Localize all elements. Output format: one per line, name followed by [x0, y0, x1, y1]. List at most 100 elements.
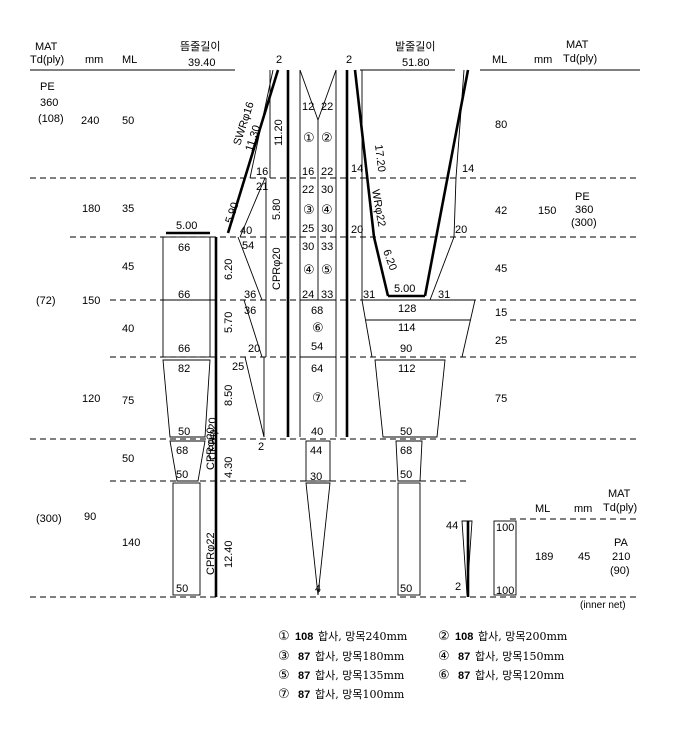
- len-6-20-right: 6.20: [380, 248, 399, 272]
- bl-4-30: 4.30: [223, 457, 235, 478]
- in-td-label: Td(ply): [603, 502, 637, 514]
- legend-rest-2: 합사, 망목200mm: [478, 630, 568, 643]
- c-44: 44: [310, 445, 322, 457]
- ml-80: 80: [495, 119, 507, 131]
- bl-12-40: 12.40: [223, 540, 235, 568]
- in-pa: PA: [614, 537, 629, 549]
- in-mm-label: mm: [574, 503, 592, 515]
- in-2: 2: [455, 581, 461, 593]
- val-36-a: 36: [244, 289, 256, 301]
- legend-rest-3: 합사, 망목180mm: [315, 650, 405, 663]
- val-36-b: 36: [244, 305, 256, 317]
- val-50-upper: 50: [178, 426, 190, 438]
- wing-diag-3: [237, 236, 263, 301]
- len-6-20-left: 6.20: [223, 259, 235, 280]
- val-54-left: 54: [242, 240, 254, 252]
- legend-ply-1: 108: [295, 631, 313, 643]
- circle-7: ⑦: [312, 391, 324, 406]
- val-16-left: 16: [256, 166, 268, 178]
- ml-15: 15: [495, 307, 507, 319]
- mm-150: 150: [82, 295, 100, 307]
- c-30-d: 30: [310, 471, 322, 483]
- in-100-a: 100: [496, 522, 514, 534]
- inner-net-box: [493, 520, 517, 596]
- legend-rest-4: 합사, 망목150mm: [475, 650, 565, 663]
- mat-300: (300): [36, 513, 62, 525]
- mm-label-right: mm: [534, 54, 552, 66]
- legend-item-3: ③ 87 합사, 망목180mm: [278, 649, 405, 664]
- ml-45-right: 45: [495, 263, 507, 275]
- c-30-a: 30: [321, 184, 333, 196]
- c-12: 12: [302, 101, 314, 113]
- legend-rest-7: 합사, 망목100mm: [315, 688, 405, 701]
- c-22-a: 22: [321, 101, 333, 113]
- circle-6: ⑥: [312, 321, 324, 336]
- val-20-left: 20: [248, 343, 260, 355]
- legend-item-4: ④ 87 합사, 망목150mm: [438, 649, 565, 664]
- td-label-right: Td(ply): [563, 53, 597, 65]
- bottom-section-value: 51.80: [402, 57, 430, 69]
- legend-ply-7: 87: [298, 689, 310, 701]
- legend-item-2: ② 108 합사, 망목200mm: [438, 629, 568, 644]
- ml-label-left: ML: [122, 54, 137, 66]
- len-11-20: 11.20: [273, 119, 285, 146]
- ml-75-right: 75: [495, 393, 507, 405]
- bl-cpr-phi22: CPRφ22: [205, 532, 217, 575]
- wr-rope-left: [353, 69, 376, 238]
- val-90: 90: [400, 343, 412, 355]
- legend-num-4: ④: [438, 649, 450, 664]
- legend-rest-5: 합사, 망목135mm: [315, 669, 405, 682]
- lw-112-trapezoid: [374, 359, 446, 438]
- len-5-70: 5.70: [223, 312, 235, 333]
- c-33-a: 33: [321, 241, 333, 253]
- mat-pe-left: PE: [40, 81, 55, 93]
- bc-50-a: 50: [400, 469, 412, 481]
- circle-4-b: ④: [303, 263, 315, 278]
- label-5-00-top: 5.00: [176, 220, 197, 232]
- wing-diag-5: [244, 356, 265, 438]
- c-30-b: 30: [321, 223, 333, 235]
- wr-rope-left-2: [372, 236, 390, 297]
- in-mat-label: MAT: [608, 488, 631, 500]
- in-100-b: 100: [496, 585, 514, 597]
- mat-360-left: 360: [40, 97, 58, 109]
- legend-ply-2: 108: [455, 631, 473, 643]
- bl-50-a: 50: [176, 469, 188, 481]
- wing-diag-2: [239, 177, 266, 238]
- bottom-section-title: 발줄길이: [395, 40, 435, 53]
- inner-net-caption: (inner net): [580, 600, 626, 611]
- bl-50-b: 50: [176, 583, 188, 595]
- lw-diag-right-c: [429, 236, 455, 301]
- circle-5: ⑤: [321, 263, 333, 278]
- in-44: 44: [446, 520, 458, 532]
- mm-label-left: mm: [85, 54, 103, 66]
- c-16: 16: [302, 166, 314, 178]
- lw-slope-r: [461, 299, 476, 358]
- bl-68: 68: [176, 445, 188, 457]
- mat-360-right: 360: [575, 204, 593, 216]
- val-82: 82: [178, 363, 190, 375]
- c-25: 25: [302, 223, 314, 235]
- ml-50-a: 50: [122, 115, 134, 127]
- c-54: 54: [311, 341, 323, 353]
- val-66-b: 66: [178, 289, 190, 301]
- center-wing-l: [299, 69, 319, 121]
- panel-66-box: [162, 236, 211, 358]
- ml-42: 42: [495, 205, 507, 217]
- legend-item-6: ⑥ 87 합사, 망목120mm: [438, 668, 565, 683]
- num-top-left: 2: [276, 54, 282, 66]
- val-114: 114: [398, 322, 416, 334]
- ml-40: 40: [122, 323, 134, 335]
- c-33-b: 33: [321, 289, 333, 301]
- legend-num-2: ②: [438, 629, 450, 644]
- ml-label-right: ML: [492, 54, 507, 66]
- c-30-c: 30: [302, 241, 314, 253]
- len-17-20: 17.20: [372, 144, 387, 173]
- legend-item-7: ⑦ 87 합사, 망목100mm: [278, 687, 405, 702]
- bc-trap: [395, 440, 423, 482]
- lw-diag-right: [455, 69, 465, 179]
- mat-label-left: MAT: [35, 41, 58, 53]
- panel-82-trapezoid: [162, 359, 211, 438]
